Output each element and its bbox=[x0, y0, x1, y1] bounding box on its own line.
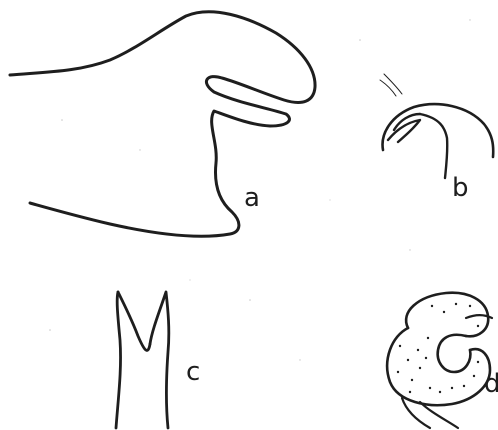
label-b: b bbox=[452, 173, 469, 203]
drawing-b bbox=[380, 74, 493, 178]
label-a: a bbox=[244, 183, 260, 213]
label-c: c bbox=[186, 357, 200, 387]
drawing-c bbox=[116, 292, 169, 428]
drawing-a bbox=[10, 12, 315, 236]
paper-speckles bbox=[49, 19, 470, 360]
label-d: d bbox=[484, 369, 498, 399]
drawing-d bbox=[387, 293, 492, 428]
